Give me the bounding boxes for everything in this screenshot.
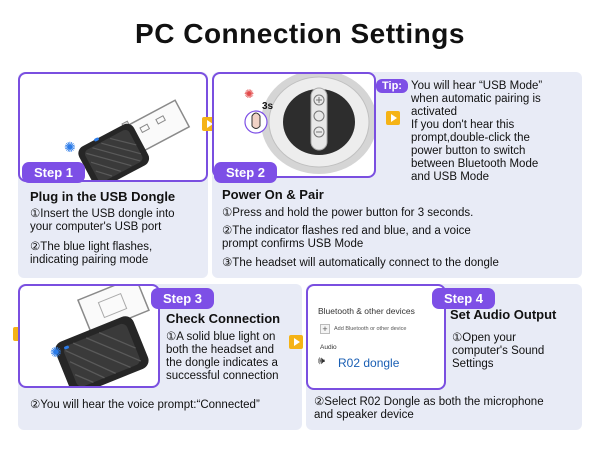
step2-line: ②The indicator flashes red and blue, and… [222, 225, 471, 237]
step2-heading: Power On & Pair [222, 187, 324, 202]
step2-line: ③The headset will automatically connect … [222, 257, 499, 269]
device-name: R02 dongle [338, 356, 400, 370]
step1-badge: Step 1 [22, 162, 86, 183]
plus-icon: + [320, 324, 330, 334]
arrow-right-icon [386, 111, 400, 125]
step4-footer: and speaker device [314, 409, 414, 421]
step4-heading: Set Audio Output [450, 307, 557, 322]
step4-footer: ②Select R02 Dongle as both the microphon… [314, 396, 544, 408]
step1-line: ①Insert the USB dongle into [30, 208, 175, 220]
step3-footer: ②You will hear the voice prompt:“Connect… [30, 399, 260, 411]
settings-title: Bluetooth & other devices [318, 306, 415, 316]
tip-line: when automatic pairing is [411, 93, 541, 105]
tip-badge: Tip: [376, 79, 408, 93]
step1-line: ②The blue light flashes, [30, 241, 153, 253]
hold-duration-label: 3s [262, 101, 274, 112]
step1-heading: Plug in the USB Dongle [30, 189, 176, 204]
usb-dongle-illustration [78, 99, 191, 180]
blue-light-icon: ✺ [50, 344, 62, 360]
step2-image: ✺ 3s [212, 72, 376, 178]
step4-settings-screen: Bluetooth & other devices + Add Bluetoot… [306, 284, 446, 390]
step2-line: prompt confirms USB Mode [222, 238, 364, 250]
step2-line: ①Press and hold the power button for 3 s… [222, 207, 474, 219]
page-title: PC Connection Settings [135, 18, 465, 49]
step3-line: the dongle indicates a [166, 357, 278, 369]
settings-audio-label: Audio [320, 344, 337, 351]
tip-line: and USB Mode [411, 171, 489, 183]
step3-line: ①A solid blue light on [166, 331, 276, 343]
arrow-right-icon [289, 335, 303, 349]
step3-image: ✺ [18, 284, 160, 388]
tip-line: activated [411, 106, 458, 118]
settings-add-device: Add Bluetooth or other device [334, 326, 407, 332]
step4-line: Settings [452, 358, 494, 370]
step2-badge: Step 2 [214, 162, 278, 183]
tip-line: prompt,double-click the [411, 132, 530, 144]
tip-line: between Bluetooth Mode [411, 158, 539, 170]
step3-badge: Step 3 [151, 288, 215, 309]
step4-badge: Step 4 [432, 288, 496, 309]
step1-line: indicating pairing mode [30, 254, 149, 266]
tip-line: You will hear “USB Mode” [411, 80, 543, 92]
usb-dongle-connected-illustration [55, 286, 150, 386]
step4-line: computer's Sound [452, 345, 545, 357]
svg-text:✺: ✺ [244, 87, 254, 101]
step3-line: successful connection [166, 370, 279, 382]
headset-illustration: ✺ [244, 74, 374, 174]
tip-line: If you don't hear this [411, 119, 515, 131]
tip-line: power button to switch [411, 145, 526, 157]
step3-heading: Check Connection [166, 311, 281, 326]
blue-light-icon: ✺ [64, 139, 76, 155]
step4-line: ①Open your [452, 332, 517, 344]
step1-line: your computer's USB port [30, 221, 162, 233]
step3-line: both the headset and [166, 344, 275, 356]
speaker-icon: 🕪 [318, 355, 325, 367]
